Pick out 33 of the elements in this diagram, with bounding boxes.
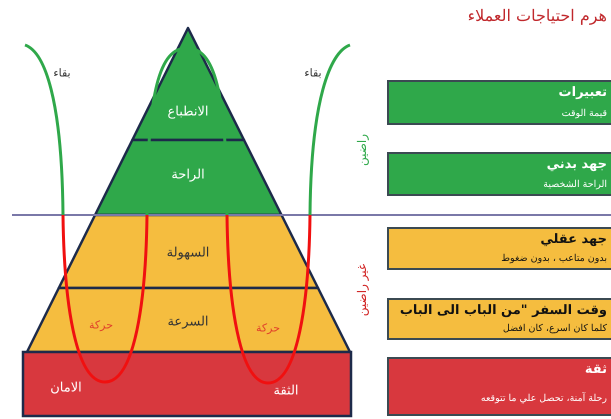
box-heading: ثقة <box>584 362 607 377</box>
box-description: قيمة الوقت <box>562 108 607 119</box>
layer-label: الراحة <box>171 168 205 182</box>
zone-label: راضين <box>355 134 369 166</box>
info-box <box>387 80 611 125</box>
layer-label: الثقة <box>273 384 299 398</box>
pyramid-layer <box>58 215 318 288</box>
base-band <box>23 352 351 416</box>
pyramid-layer <box>27 288 350 352</box>
pyramid-layer <box>132 28 244 140</box>
zone-label: غير راضين <box>355 264 369 316</box>
layer-label: الانطباع <box>168 104 208 120</box>
info-box <box>387 227 611 270</box>
box-description: الراحة الشخصية <box>543 179 607 190</box>
info-box <box>387 357 611 416</box>
box-description: كلما كان اسرع، كان افضل <box>502 323 607 334</box>
layer-label: الامان <box>50 380 82 396</box>
curve-label: حركة <box>89 318 113 332</box>
box-heading: وقت السفر "من الباب الى الباب <box>400 303 607 318</box>
pyramid-layer <box>95 140 282 215</box>
curve-label: حركة <box>256 322 280 334</box>
box-description: بدون متاعب ، بدون ضغوط <box>501 253 607 264</box>
box-heading: جهد عقلي <box>540 232 607 247</box>
curve-label: بقاء <box>304 66 322 80</box>
box-heading: تعبيرات <box>558 85 607 100</box>
layer-label: السرعة <box>167 314 209 330</box>
curve-label: بقاء <box>53 66 71 80</box>
box-description: رحلة آمنة، تحصل علي ما تتوقعه <box>480 393 607 404</box>
layer-label: السهولة <box>166 246 210 260</box>
info-box <box>387 298 611 340</box>
box-heading: جهد بدني <box>546 157 607 172</box>
info-box <box>387 152 611 196</box>
title: هرم احتياجات العملاء <box>468 6 607 25</box>
